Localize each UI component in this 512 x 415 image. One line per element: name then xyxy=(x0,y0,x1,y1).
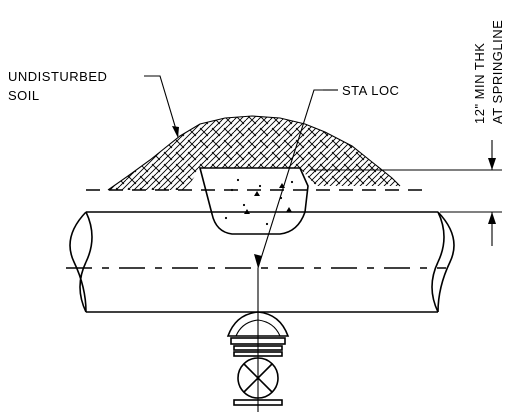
sta-loc-arrowhead xyxy=(254,254,262,268)
undisturbed-soil-arrowhead xyxy=(172,126,179,138)
sta-loc-leader xyxy=(257,89,323,269)
undisturbed-soil-leader xyxy=(144,75,179,137)
soil-mound-outline xyxy=(107,115,401,191)
dim-arrow-upper xyxy=(488,158,496,170)
concrete-aggregate-dots xyxy=(224,178,294,226)
min-thk-label: 12" MIN THK xyxy=(472,43,487,124)
pipe xyxy=(69,211,455,313)
concrete-cradle xyxy=(198,167,309,235)
dim-arrow-lower xyxy=(488,212,496,224)
undisturbed-soil-label-line2: SOIL xyxy=(8,88,40,103)
sta-loc-label: STA LOC xyxy=(342,83,399,98)
undisturbed-soil-mound xyxy=(108,116,400,190)
springline-label: AT SPRINGLINE xyxy=(490,20,505,124)
undisturbed-soil-label: UNDISTURBED xyxy=(8,69,107,84)
